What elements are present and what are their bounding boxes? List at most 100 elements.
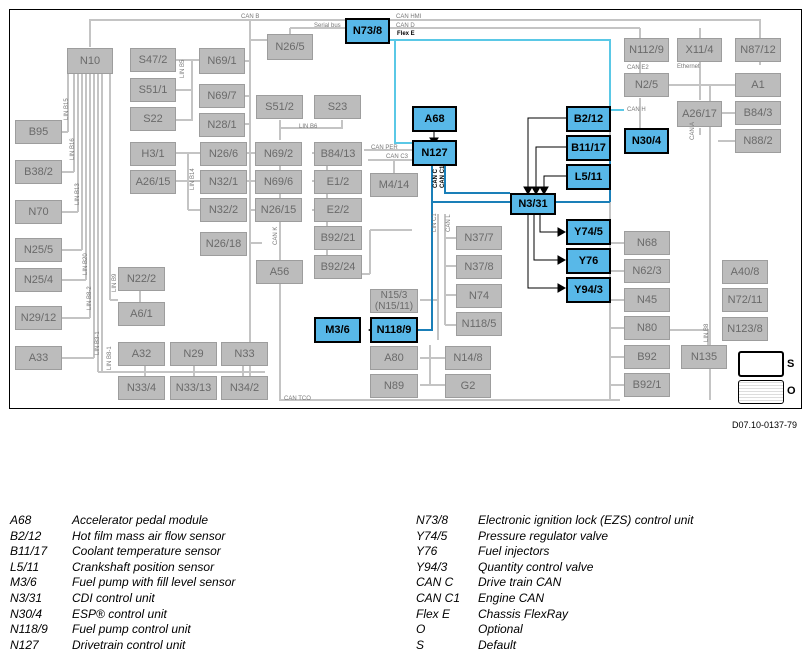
A68-box: A68 bbox=[412, 106, 457, 132]
B84-13-box: B84/13 bbox=[314, 142, 362, 166]
N26-15-box: N26/15 bbox=[255, 198, 302, 222]
B95-box: B95 bbox=[15, 120, 62, 144]
bus-label-lin-b6: LIN B6 bbox=[299, 124, 318, 130]
bus-label-lin-b9: LIN B9 bbox=[112, 273, 118, 292]
bus-label-can-hmi: CAN HMI bbox=[396, 14, 422, 20]
A26-15-box: A26/15 bbox=[130, 170, 176, 194]
legend-description: Optional bbox=[478, 622, 523, 637]
legend-row: N3/31 CDI control unit bbox=[10, 591, 235, 607]
N15-3-box: N15/3 (N15/11) bbox=[370, 289, 418, 313]
bus-label-can-e2: CAN E2 bbox=[627, 65, 649, 71]
legend-description: Hot film mass air flow sensor bbox=[72, 528, 226, 543]
N74-box: N74 bbox=[456, 284, 502, 308]
N80-box: N80 bbox=[624, 316, 670, 340]
N10-box: N10 bbox=[67, 48, 113, 74]
legend-description: ESP® control unit bbox=[72, 606, 167, 621]
B84-3-box: B84/3 bbox=[735, 101, 781, 125]
reference-number: D07.10-0137-79 bbox=[732, 420, 798, 430]
legend-row: Y76 Fuel injectors bbox=[416, 544, 693, 560]
N29-12-box: N29/12 bbox=[15, 306, 62, 330]
N14-8-box: N14/8 bbox=[445, 346, 491, 370]
bus-label-lin-b8: LIN B8 bbox=[704, 323, 710, 342]
legend-code: Y76 bbox=[416, 544, 438, 559]
N25-4-box: N25/4 bbox=[15, 268, 62, 292]
N68-box: N68 bbox=[624, 231, 670, 255]
N33-13-box: N33/13 bbox=[170, 376, 217, 400]
bus-label-can-k: CAN K bbox=[273, 226, 279, 245]
bus-label-lin-b13: LIN B13 bbox=[75, 183, 81, 205]
bus-label-lin-b8-1: LIN B8-1 bbox=[107, 346, 113, 370]
G2-box: G2 bbox=[445, 374, 491, 398]
N118-9-box: N118/9 bbox=[370, 317, 418, 343]
N37-7-box: N37/7 bbox=[456, 226, 502, 250]
legend-code: N127 bbox=[10, 637, 39, 652]
default-variant-symbol bbox=[738, 351, 784, 377]
N135-box: N135 bbox=[681, 345, 727, 369]
legend-code: O bbox=[416, 622, 426, 637]
legend-description: Coolant temperature sensor bbox=[72, 544, 221, 559]
Y76-box: Y76 bbox=[566, 248, 611, 274]
B38-2-box: B38/2 bbox=[15, 160, 62, 184]
legend-description: CDI control unit bbox=[72, 590, 155, 605]
bus-label-flex-e: Flex E bbox=[397, 31, 415, 37]
bus-label-lin-c1: LIN C1 bbox=[432, 213, 438, 232]
legend-row: N30/4 ESP® control unit bbox=[10, 607, 235, 623]
bus-label-can-l: CAN L bbox=[446, 214, 452, 232]
legend-code: M3/6 bbox=[10, 575, 37, 590]
N25-5-box: N25/5 bbox=[15, 238, 62, 262]
N62-3-box: N62/3 bbox=[624, 259, 670, 283]
L5-11-box: L5/11 bbox=[566, 164, 611, 190]
B2-12-box: B2/12 bbox=[566, 106, 611, 132]
B11-17-box: B11/17 bbox=[566, 135, 611, 161]
legend-code: Flex E bbox=[416, 606, 451, 621]
legend-code: Y74/5 bbox=[416, 528, 448, 543]
default-variant-label: S bbox=[787, 358, 795, 370]
S47-2-box: S47/2 bbox=[130, 48, 176, 72]
legend-code: Y94/3 bbox=[416, 559, 448, 574]
legend-row: N127 Drivetrain control unit bbox=[10, 638, 235, 654]
legend-code: N30/4 bbox=[10, 606, 43, 621]
legend-code: N3/31 bbox=[10, 590, 43, 605]
E2-2-box: E2/2 bbox=[314, 198, 362, 222]
B92-24-box: B92/24 bbox=[314, 255, 362, 279]
N45-box: N45 bbox=[624, 288, 670, 312]
N33-box: N33 bbox=[221, 342, 268, 366]
N127-box: N127 bbox=[412, 140, 457, 166]
A1-box: A1 bbox=[735, 73, 781, 97]
A32-box: A32 bbox=[118, 342, 165, 366]
legend-description: Fuel pump control unit bbox=[72, 622, 191, 637]
bus-label-lin-b20: LIN B20 bbox=[83, 253, 89, 275]
legend-code: L5/11 bbox=[10, 559, 40, 574]
bus-label-can-tco: CAN TCO bbox=[284, 396, 311, 402]
bus-label-can-per: CAN PER bbox=[371, 145, 398, 151]
S22-box: S22 bbox=[130, 107, 176, 131]
bus-label-can-c3: CAN C3 bbox=[386, 154, 409, 160]
S51-1-box: S51/1 bbox=[130, 78, 176, 102]
N26-18-box: N26/18 bbox=[200, 232, 247, 256]
legend-description: Accelerator pedal module bbox=[72, 513, 209, 527]
legend-description: Drivetrain control unit bbox=[72, 637, 186, 652]
bus-label-ethernet: Ethernet bbox=[677, 64, 700, 70]
bus-label-lin-b14: LIN B14 bbox=[190, 168, 196, 190]
B92-21-box: B92/21 bbox=[314, 226, 362, 250]
B92-box: B92 bbox=[624, 345, 670, 369]
legend-row: O Optional bbox=[416, 622, 693, 638]
bus-label-serial-bus: Serial bus bbox=[314, 23, 341, 29]
bus-label-can-c1: CAN C1 bbox=[440, 165, 446, 188]
N123-8-box: N123/8 bbox=[722, 317, 768, 341]
M4-14-box: M4/14 bbox=[370, 173, 418, 197]
legend-row: Y74/5 Pressure regulator valve bbox=[416, 529, 693, 545]
N73-8-box: N73/8 bbox=[345, 18, 390, 44]
legend-description: Pressure regulator valve bbox=[478, 528, 609, 543]
N72-11-box: N72/11 bbox=[722, 288, 768, 312]
legend-description: Fuel injectors bbox=[478, 544, 550, 559]
